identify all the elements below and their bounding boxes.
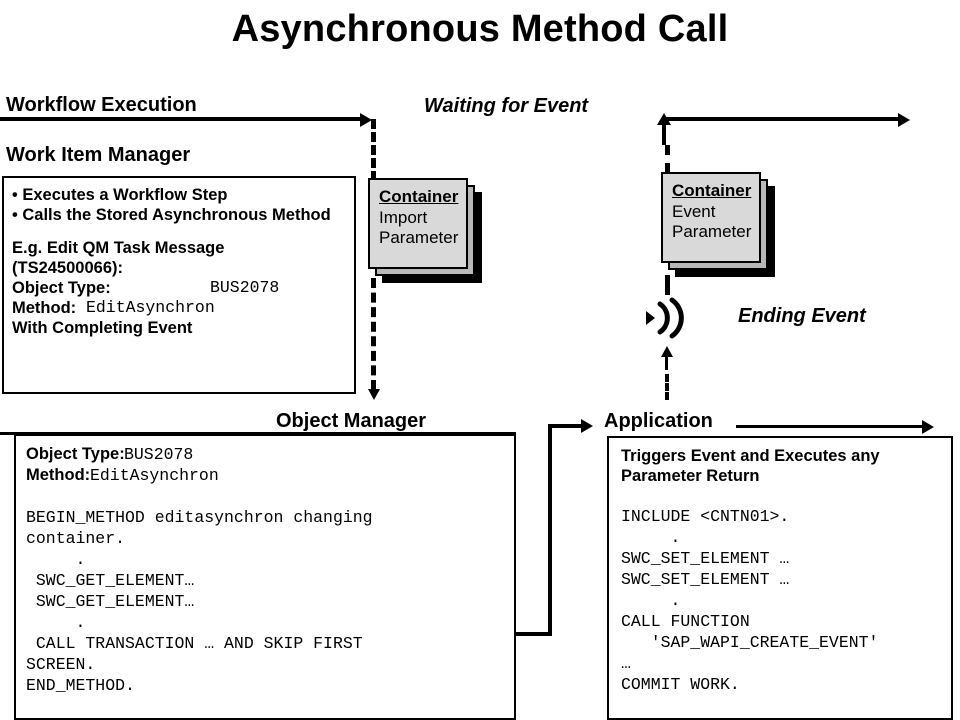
om-method-row: Method: EditAsynchron (26, 465, 514, 486)
wim-example-0: E.g. Edit QM Task Message (12, 239, 225, 257)
lane-label-object-manager: Object Manager (276, 410, 427, 432)
dashed-connector-left-top (371, 119, 376, 181)
right-lane-axis (662, 117, 902, 121)
wim-example-1: (TS24500066): (12, 259, 123, 277)
object-manager-axis (0, 432, 516, 435)
object-manager-panel: Object Type: BUS2078 Method: EditAsynchr… (14, 434, 516, 720)
right-lane-up-arrowhead-icon (657, 113, 671, 125)
wim-bullet-1: • Calls the Stored Asynchronous Method (12, 206, 331, 224)
broadcast-event-icon (636, 294, 694, 342)
application-arrowhead-icon (922, 420, 934, 434)
container-line-0: Import (379, 208, 428, 227)
om-to-app-connector-vertical (548, 424, 552, 636)
wim-footer: With Completing Event (12, 319, 193, 337)
om-code-block: BEGIN_METHOD editasynchron changing cont… (26, 508, 373, 695)
app-description-1: Parameter Return (621, 467, 760, 485)
spacer (12, 225, 354, 238)
lane-label-waiting-for-event: Waiting for Event (424, 95, 589, 117)
right-lane-stem (662, 119, 666, 145)
lane-label-work-item-manager: Work Item Manager (6, 144, 191, 166)
application-axis (736, 425, 926, 428)
om-object-type-label: Object Type: (26, 445, 125, 463)
lane-label-workflow-execution: Workflow Execution (6, 94, 197, 116)
om-method-value: EditAsynchron (90, 466, 219, 485)
app-description-0: Triggers Event and Executes any (621, 447, 880, 465)
om-object-type-value: BUS2078 (124, 445, 194, 464)
wim-method-label: Method: (12, 299, 77, 317)
dashed-connector-right-arrowhead-icon (661, 346, 673, 357)
app-code-block: INCLUDE <CNTN01>. . SWC_SET_ELEMENT … SW… (621, 507, 879, 694)
container-line-1: Parameter (672, 222, 752, 241)
wim-object-type-label: Object Type: (12, 279, 111, 297)
om-to-app-connector-bottom (516, 632, 552, 636)
spacer (621, 486, 951, 506)
container-title: Container (379, 187, 459, 206)
container-import-parameter: Container Import Parameter (368, 178, 486, 283)
om-to-app-connector-top (548, 424, 584, 428)
dashed-connector-right-bottom (665, 374, 669, 400)
wim-object-type-value: BUS2078 (210, 278, 280, 297)
wim-method-row: Method: EditAsynchron (12, 298, 354, 318)
dashed-connector-right-top (665, 145, 670, 173)
workflow-execution-axis (0, 117, 362, 121)
om-object-type-row: Object Type: BUS2078 (26, 444, 514, 465)
om-method-label: Method: (26, 466, 91, 484)
container-line-0: Event (672, 202, 716, 221)
lane-label-ending-event: Ending Event (738, 305, 866, 327)
om-to-app-arrowhead-icon (581, 419, 593, 433)
application-panel: Triggers Event and Executes any Paramete… (607, 436, 953, 720)
dashed-connector-left-arrowhead-icon (368, 389, 380, 400)
container-front-sheet: Container Event Parameter (661, 172, 761, 263)
wim-method-value: EditAsynchron (86, 298, 215, 317)
spacer (26, 486, 514, 507)
container-front-sheet: Container Import Parameter (368, 178, 468, 269)
container-line-1: Parameter (379, 228, 459, 247)
page-title: Asynchronous Method Call (231, 8, 729, 50)
dashed-connector-left-bottom (371, 278, 376, 390)
dashed-connector-right-mid (665, 275, 670, 295)
wim-object-type-row: Object Type: BUS2078 (12, 278, 354, 298)
right-lane-arrowhead-icon (898, 113, 910, 127)
container-title: Container (672, 181, 752, 200)
lane-label-application: Application (604, 410, 713, 432)
work-item-manager-panel: • Executes a Workflow Step • Calls the S… (2, 176, 356, 394)
dashed-connector-right-stem (665, 354, 668, 370)
container-event-parameter: Container Event Parameter (661, 172, 779, 277)
workflow-execution-arrowhead-icon (360, 113, 372, 127)
wim-bullet-0: • Executes a Workflow Step (12, 186, 228, 204)
